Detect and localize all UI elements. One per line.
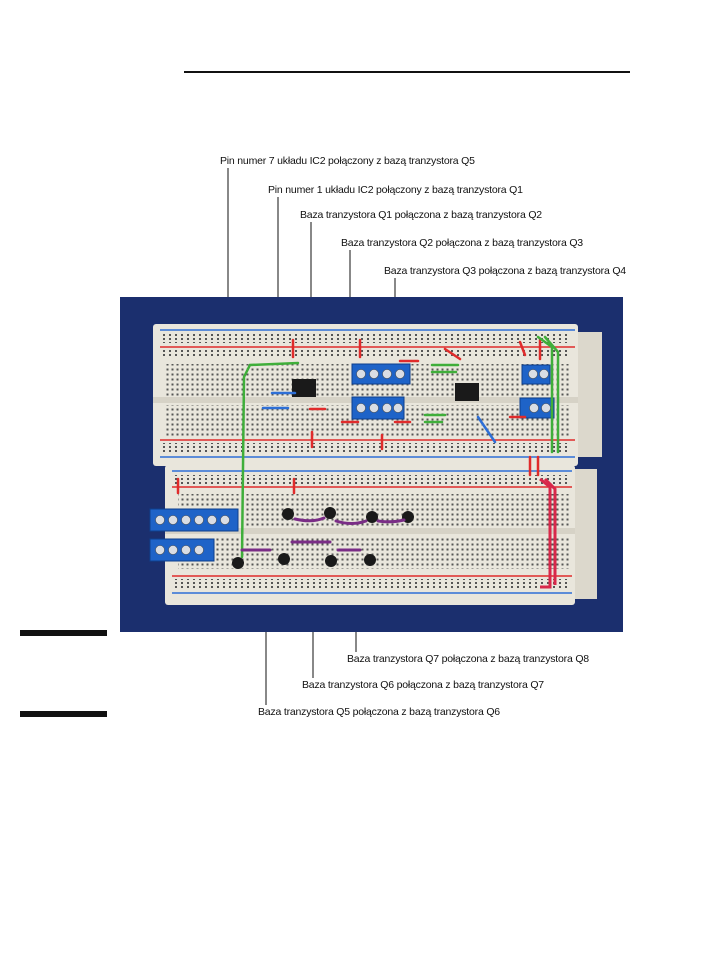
callout-label: Baza tranzystora Q7 połączona z bazą tra… [347,653,589,665]
margin-bar [20,630,107,636]
callout-label: Baza tranzystora Q1 połączona z bazą tra… [300,209,542,221]
ic-chips [292,379,479,401]
callout-label: Baza tranzystora Q2 połączona z bazą tra… [341,237,583,249]
terminal-screws [155,369,551,555]
breadboard-upper [153,324,602,466]
purple-wires [240,516,406,552]
callout-label: Pin numer 1 układu IC2 połączony z bazą … [268,184,523,196]
breadboard-lower [165,465,597,605]
callout-label: Pin numer 7 układu IC2 połączony z bazą … [220,155,475,167]
margin-bar [20,711,107,717]
red-long-wires [539,477,557,589]
blue-jumpers [261,391,497,444]
green-jumpers [240,335,560,559]
callout-label: Baza tranzystora Q5 połączona z bazą tra… [258,706,500,718]
callout-label: Baza tranzystora Q3 połączona z bazą tra… [384,265,626,277]
terminal-blocks [149,363,555,562]
callout-label: Baza tranzystora Q6 połączona z bazą tra… [302,679,544,691]
breadboard-photo [120,297,623,632]
red-jumpers [176,338,542,495]
header-rule [184,71,630,73]
